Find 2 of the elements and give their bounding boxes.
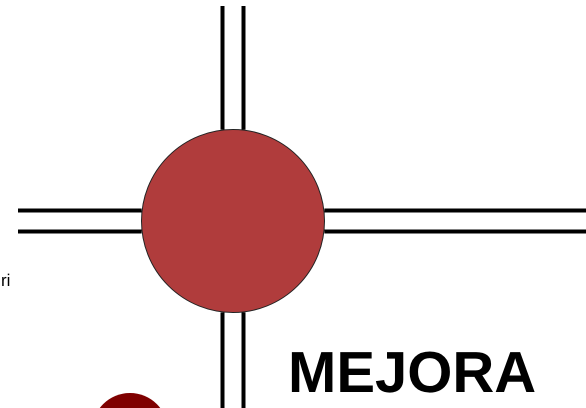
text-fragment: ri: [1, 272, 10, 289]
heading-text: MEJORA: [288, 344, 536, 402]
